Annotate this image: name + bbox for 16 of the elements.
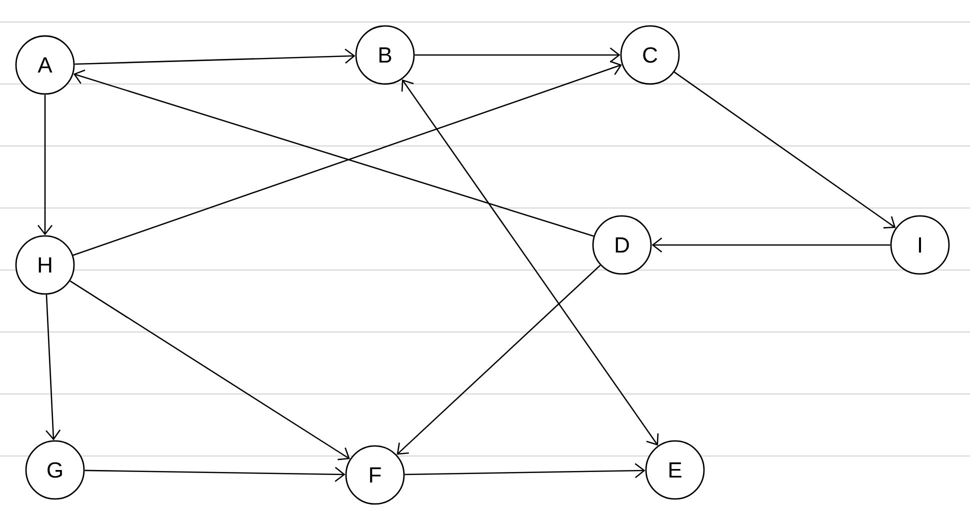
node-label: G <box>48 462 62 478</box>
arrow <box>414 47 620 62</box>
arrow <box>84 466 346 482</box>
arrow <box>46 294 61 440</box>
arrow <box>404 463 646 478</box>
arrow <box>72 60 622 256</box>
node-label: F <box>370 467 381 483</box>
arrow <box>38 94 53 236</box>
arrow <box>74 48 356 65</box>
arrow <box>674 72 896 228</box>
arrow <box>396 264 601 455</box>
arrow <box>401 79 659 446</box>
arrow <box>73 70 594 237</box>
node-label: E <box>669 462 682 478</box>
arrow <box>652 237 890 252</box>
arrow <box>70 280 350 460</box>
